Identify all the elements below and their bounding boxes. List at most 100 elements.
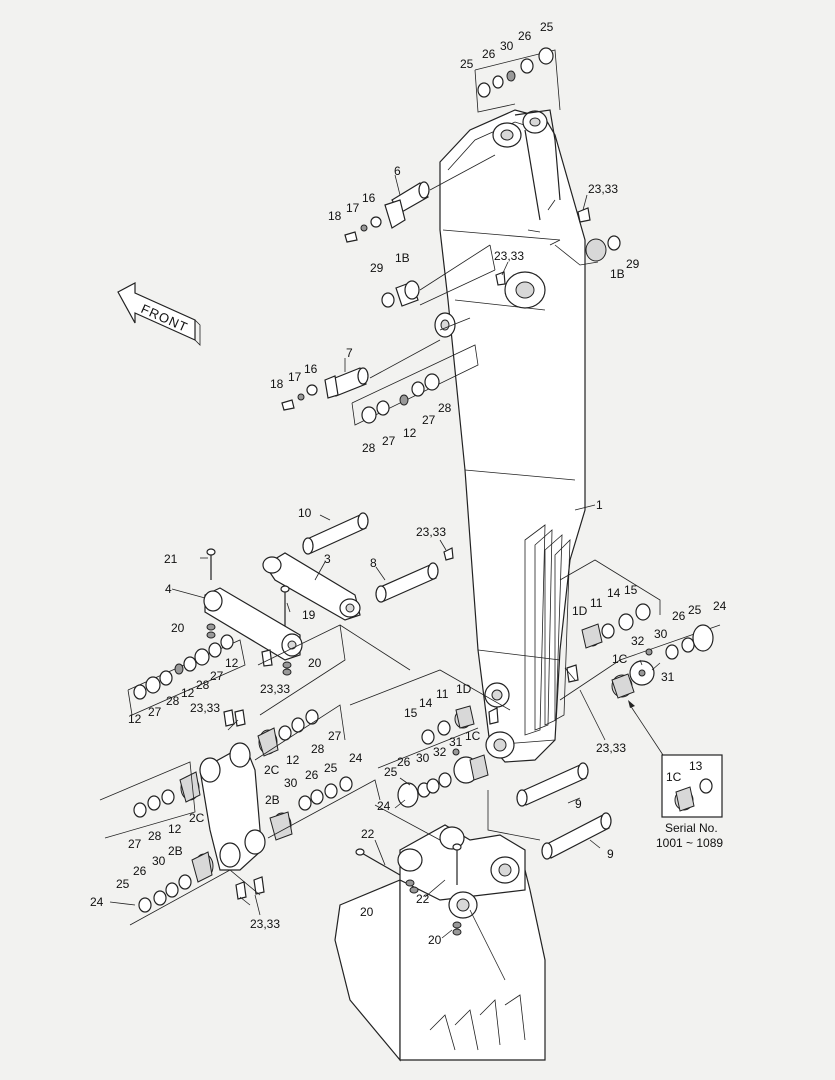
part-labels: 25 26 30 26 25 6 16 17 18 23,33 23,33 29… xyxy=(90,20,727,947)
leader-lines xyxy=(109,174,661,939)
label-27a: 27 xyxy=(382,434,396,448)
label-7: 7 xyxy=(346,346,353,360)
serial-title: Serial No. xyxy=(665,821,718,835)
label-1Db: 1D xyxy=(572,604,588,618)
label-22a: 22 xyxy=(361,827,375,841)
label-24d: 24 xyxy=(377,799,391,813)
label-9b: 9 xyxy=(607,847,614,861)
label-24c: 24 xyxy=(713,599,727,613)
label-17a: 17 xyxy=(346,201,360,215)
label-15a: 15 xyxy=(404,706,418,720)
label-26f: 26 xyxy=(397,755,411,769)
label-31b: 31 xyxy=(449,735,463,749)
label-30a: 30 xyxy=(500,39,514,53)
label-2333c: 23,33 xyxy=(416,525,446,539)
arm-body xyxy=(434,109,586,763)
label-6: 6 xyxy=(394,164,401,178)
label-25b: 25 xyxy=(540,20,554,34)
right-washer-group-1D xyxy=(559,559,721,701)
label-12e: 12 xyxy=(286,753,300,767)
label-25f: 25 xyxy=(384,765,398,779)
pin-6 xyxy=(344,154,496,243)
label-2333a: 23,33 xyxy=(588,182,618,196)
label-11b: 11 xyxy=(590,596,603,610)
label-2C-a: 2C xyxy=(264,763,280,777)
label-30c: 30 xyxy=(152,854,166,868)
label-12f: 12 xyxy=(168,822,182,836)
link-2 xyxy=(179,709,293,900)
label-2B-a: 2B xyxy=(265,793,280,807)
label-12d: 12 xyxy=(128,712,142,726)
label-26b: 26 xyxy=(518,29,532,43)
label-28f: 28 xyxy=(148,829,162,843)
link-3-and-pin-10 xyxy=(262,512,369,621)
label-27f: 27 xyxy=(128,837,142,851)
label-17b: 17 xyxy=(288,370,302,384)
label-2333d: 23,33 xyxy=(260,682,290,696)
label-16a: 16 xyxy=(362,191,376,205)
label-25a: 25 xyxy=(460,57,474,71)
label-26c: 26 xyxy=(305,768,319,782)
label-14a: 14 xyxy=(419,696,433,710)
label-29b: 29 xyxy=(626,257,640,271)
label-18a: 18 xyxy=(328,209,342,223)
bucket xyxy=(334,804,546,1062)
label-30e: 30 xyxy=(416,751,430,765)
inset-label-13: 13 xyxy=(689,759,703,773)
label-27b: 27 xyxy=(422,413,436,427)
label-12c: 12 xyxy=(181,686,195,700)
label-26d: 26 xyxy=(133,864,147,878)
serial-range: 1001 ~ 1089 xyxy=(656,836,723,850)
label-11a: 11 xyxy=(436,687,449,701)
label-14b: 14 xyxy=(607,586,621,600)
label-1Cb: 1C xyxy=(465,729,481,743)
label-24a: 24 xyxy=(349,751,363,765)
label-28b: 28 xyxy=(438,401,452,415)
label-28d: 28 xyxy=(166,694,180,708)
label-1Bb: 1B xyxy=(610,267,625,281)
label-25c: 25 xyxy=(324,761,338,775)
left-washer-group xyxy=(127,624,411,716)
label-10: 10 xyxy=(298,506,312,520)
label-9a: 9 xyxy=(575,797,582,811)
pin-8 xyxy=(375,547,454,603)
label-15b: 15 xyxy=(624,583,638,597)
label-2C-b: 2C xyxy=(189,811,205,825)
label-27c: 27 xyxy=(210,669,224,683)
label-2333b: 23,33 xyxy=(494,249,524,263)
label-21: 21 xyxy=(164,552,178,566)
label-16b: 16 xyxy=(304,362,318,376)
label-8: 8 xyxy=(370,556,377,570)
link-4 xyxy=(203,548,303,676)
label-32a: 32 xyxy=(631,634,645,648)
label-29a: 29 xyxy=(370,261,384,275)
label-25e: 25 xyxy=(688,603,702,617)
label-1Ca: 1C xyxy=(612,652,628,666)
label-22b: 22 xyxy=(416,892,430,906)
label-12b: 12 xyxy=(225,656,239,670)
pin-7 xyxy=(281,317,479,426)
label-28a: 28 xyxy=(362,441,376,455)
label-4: 4 xyxy=(165,582,172,596)
right-bushing-1B xyxy=(549,207,621,266)
label-2B-b: 2B xyxy=(168,844,183,858)
label-1Da: 1D xyxy=(456,682,472,696)
front-arrow: FRONT xyxy=(117,282,201,346)
label-25d: 25 xyxy=(116,877,130,891)
label-20b: 20 xyxy=(308,656,322,670)
label-18b: 18 xyxy=(270,377,284,391)
label-32b: 32 xyxy=(433,745,447,759)
label-1Ba: 1B xyxy=(395,251,410,265)
link-2-washers xyxy=(99,704,381,926)
label-26e: 26 xyxy=(672,609,686,623)
label-24b: 24 xyxy=(90,895,104,909)
label-28c: 28 xyxy=(196,678,210,692)
label-26a: 26 xyxy=(482,47,496,61)
label-31a: 31 xyxy=(661,670,675,684)
label-27d: 27 xyxy=(148,705,162,719)
top-washer-group xyxy=(474,47,561,113)
label-3: 3 xyxy=(324,552,331,566)
lower-bushing-1D xyxy=(349,669,511,745)
